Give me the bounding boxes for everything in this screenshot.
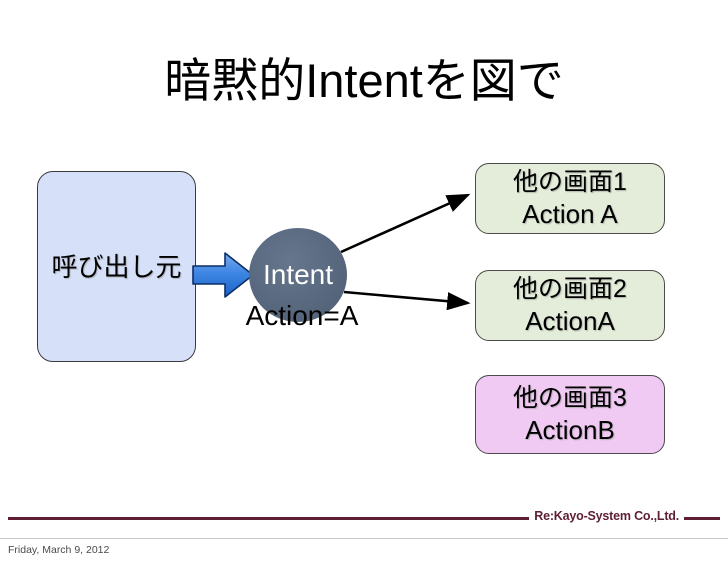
node-screen-2[interactable]: 他の画面2 ActionA (475, 270, 665, 341)
node-screen-1[interactable]: 他の画面1 Action A (475, 163, 665, 234)
connector-intent-to-screen1 (340, 193, 471, 254)
node-intent-caption: Action=A (245, 300, 359, 331)
node-screen-3[interactable]: 他の画面3 ActionB (475, 375, 665, 454)
node-intent[interactable]: Intent (249, 228, 347, 322)
footer-date: Friday, March 9, 2012 (8, 544, 110, 556)
blue-block-arrow-icon (192, 252, 254, 298)
node-caller-label: 呼び出し元 (51, 251, 182, 282)
node-screen-3-title: 他の画面3 (513, 383, 627, 412)
page-title: 暗黙的Intentを図で (164, 54, 564, 107)
node-intent-label: Intent (262, 259, 334, 290)
node-screen-2-title: 他の画面2 (513, 274, 627, 303)
node-screen-2-action: ActionA (525, 305, 615, 336)
node-screen-1-title: 他の画面1 (513, 167, 627, 196)
footer-brand: Re:Kayo-System Co.,Ltd. (529, 508, 684, 524)
footer-divider (0, 538, 728, 539)
diagram-area: 呼び出し元 Intent Action=A 他の画面1 Action A 他の画… (37, 163, 665, 454)
node-screen-1-action: Action A (522, 198, 618, 229)
node-screen-3-action: ActionB (525, 414, 615, 445)
footer-rule (8, 517, 720, 520)
node-caller[interactable]: 呼び出し元 (37, 171, 196, 362)
